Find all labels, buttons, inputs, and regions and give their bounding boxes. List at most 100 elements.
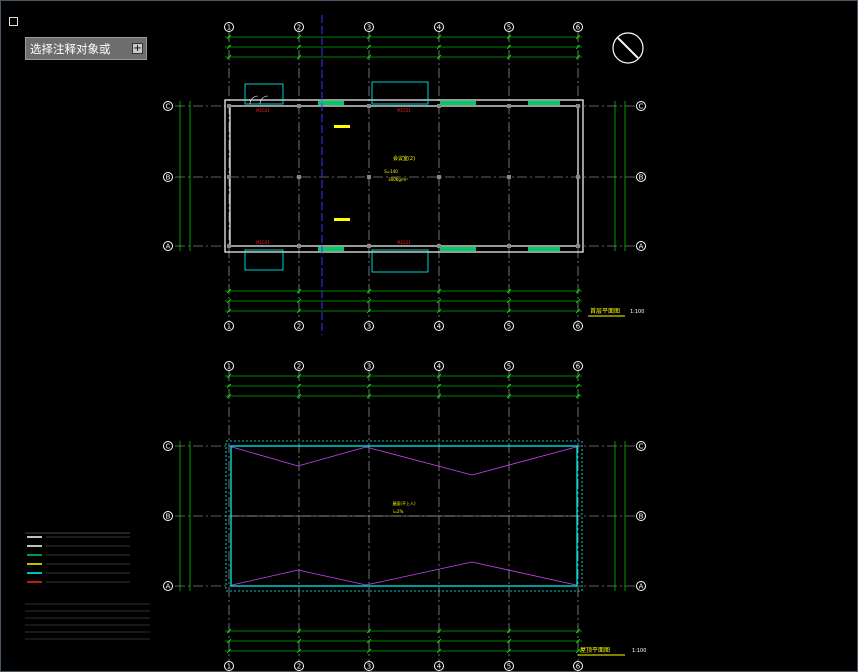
grid-lines <box>163 22 646 671</box>
dimension-tick <box>575 288 581 294</box>
axis-label: 2 <box>297 323 301 331</box>
dimension-tick <box>366 44 372 50</box>
dimension-tick <box>436 54 442 60</box>
axis-label: 5 <box>507 24 511 32</box>
axis-label: 6 <box>576 363 581 371</box>
dimension-tick <box>506 628 512 634</box>
dimension-tick <box>296 638 302 644</box>
column <box>367 104 371 108</box>
dimension-tick <box>436 393 442 399</box>
dimension-tick <box>366 54 372 60</box>
dimension-tick <box>296 54 302 60</box>
row-label: B <box>639 174 644 182</box>
inner-wall <box>229 105 579 247</box>
axis-bubble <box>364 661 374 671</box>
axis-bubble <box>434 361 444 371</box>
dimension-tick <box>366 383 372 389</box>
axis-label: 2 <box>297 663 301 671</box>
porch <box>244 249 284 271</box>
expand-button[interactable]: + <box>132 43 143 54</box>
axis-bubble <box>224 321 234 331</box>
door-tag: M1521 <box>397 240 411 245</box>
north-arrow-pointer <box>617 37 639 59</box>
row-bubble <box>163 581 173 591</box>
roof-label: 屋面(不上人) <box>392 500 416 506</box>
dimension-tick <box>436 44 442 50</box>
axis-label: 1 <box>227 663 231 671</box>
plan-scale: 1:100 <box>632 648 646 654</box>
plan-title: 首层平面图 <box>590 307 620 315</box>
axis-label: 5 <box>507 663 511 671</box>
axis-label: 5 <box>507 363 511 371</box>
dimension-tick <box>506 34 512 40</box>
dimension-tick <box>296 383 302 389</box>
door-swing <box>249 95 259 105</box>
axis-label: 4 <box>437 663 442 671</box>
area-label: S=140 <box>384 169 398 174</box>
dimension-tick <box>575 383 581 389</box>
dimension-tick <box>296 393 302 399</box>
dimension-tick <box>366 373 372 379</box>
dimension-tick <box>436 34 442 40</box>
dimension-tick <box>506 308 512 314</box>
axis-label: 2 <box>297 363 301 371</box>
viewport-control-box[interactable] <box>9 17 18 26</box>
dimension-tick <box>575 628 581 634</box>
dimension-tick <box>575 308 581 314</box>
dimension-tick <box>226 298 232 304</box>
row-bubble <box>636 511 646 521</box>
window <box>440 247 476 251</box>
load-label: 300Kg/m² <box>388 177 408 182</box>
dimension-tick <box>506 648 512 654</box>
column <box>507 175 511 179</box>
axis-bubble <box>224 661 234 671</box>
plan-title: 屋顶平面图 <box>580 647 610 654</box>
column <box>297 175 301 179</box>
dimension-tick <box>226 373 232 379</box>
axis-bubble <box>434 321 444 331</box>
axis-bubble <box>573 22 583 32</box>
column <box>227 244 231 248</box>
dimension-tick <box>296 373 302 379</box>
column <box>437 104 441 108</box>
outer-wall <box>224 99 584 253</box>
axis-bubble <box>504 661 514 671</box>
row-bubble <box>636 241 646 251</box>
row-label: C <box>166 443 171 451</box>
row-label: A <box>639 243 644 251</box>
axis-bubble <box>294 321 304 331</box>
dimension-tick <box>575 44 581 50</box>
dimension-tick <box>575 638 581 644</box>
column <box>576 104 580 108</box>
axis-label: 4 <box>437 323 442 331</box>
dimension-tick <box>575 648 581 654</box>
dimension-tick <box>226 44 232 50</box>
dimension-tick <box>506 383 512 389</box>
dimension-tick <box>296 298 302 304</box>
window <box>440 101 476 105</box>
floor-plans <box>25 15 644 656</box>
dimension-tick <box>366 34 372 40</box>
column <box>367 244 371 248</box>
axis-label: 6 <box>576 24 581 32</box>
column <box>227 104 231 108</box>
axis-label: 4 <box>437 363 442 371</box>
axis-label: 5 <box>507 323 511 331</box>
dimension-tick <box>366 308 372 314</box>
column <box>576 244 580 248</box>
dimension-tick <box>436 288 442 294</box>
dimension-tick <box>506 373 512 379</box>
dimension-tick <box>436 298 442 304</box>
dimension-tick <box>226 308 232 314</box>
door-tag: M1521 <box>397 108 411 113</box>
dimension-tick <box>296 648 302 654</box>
dimension-tick <box>506 393 512 399</box>
axis-label: 1 <box>227 24 231 32</box>
dimension-tick <box>296 44 302 50</box>
plan-scale: 1:100 <box>630 309 644 315</box>
row-label: C <box>166 103 171 111</box>
dimension-tick <box>226 648 232 654</box>
axis-label: 1 <box>227 363 231 371</box>
